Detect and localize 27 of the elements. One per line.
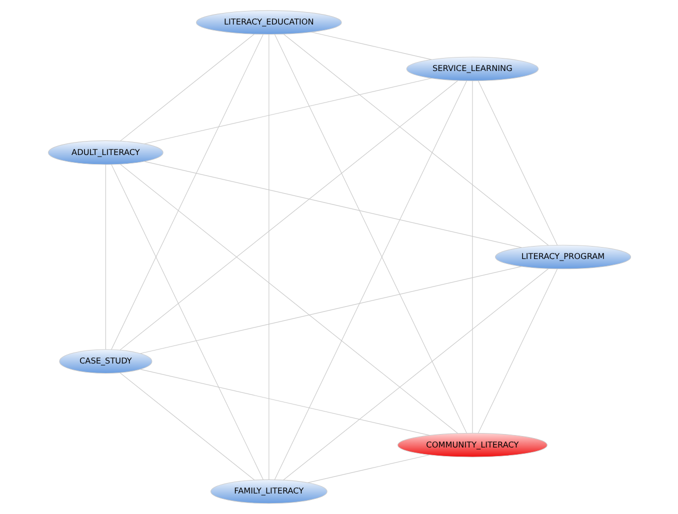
connector (119, 372, 254, 480)
connector (274, 80, 466, 480)
connector (140, 369, 430, 436)
connector (268, 34, 269, 480)
node-ellipse: COMMUNITY_LITERACY (396, 432, 547, 458)
connector (307, 454, 430, 483)
node-ellipse: FAMILY_LITERACY (210, 479, 327, 504)
node-ellipse: LITERACY_PROGRAM (494, 244, 631, 270)
connector (144, 78, 432, 144)
connector (119, 80, 458, 350)
connector (144, 161, 522, 248)
node-ellipse: CASE_STUDY (58, 349, 152, 374)
connector (119, 34, 254, 142)
connector (140, 266, 522, 354)
connector (110, 34, 263, 350)
connector (477, 268, 558, 434)
connector (274, 34, 466, 434)
node-ellipse: ADULT_LITERACY (48, 140, 163, 165)
node-ellipse: SERVICE_LEARNING (406, 56, 538, 82)
connector (120, 164, 458, 434)
connector (104, 164, 106, 350)
connector (282, 268, 548, 480)
connector (310, 32, 432, 60)
connector (282, 34, 548, 246)
node-ellipse: LITERACY_EDUCATION (196, 10, 342, 35)
connector (110, 164, 263, 480)
connector (477, 80, 558, 246)
